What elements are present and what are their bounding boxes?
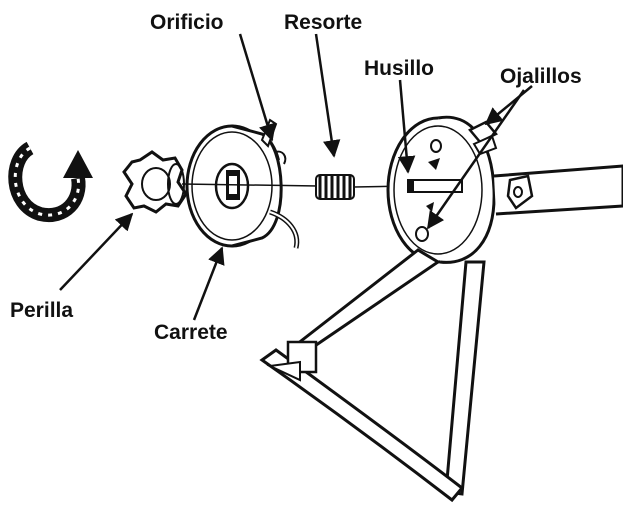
knob-part	[122, 150, 188, 214]
leader-carrete	[192, 246, 225, 321]
leader-resorte	[314, 33, 341, 158]
shaft-and-guard	[259, 164, 623, 503]
curved-arrow-clockwise-icon	[8, 141, 93, 223]
leader-orificio	[238, 33, 276, 142]
leader-lines	[59, 33, 533, 321]
label-orificio: Orificio	[150, 11, 224, 34]
label-husillo: Husillo	[364, 57, 435, 80]
label-perilla: Perilla	[10, 299, 74, 322]
label-carrete: Carrete	[154, 321, 228, 344]
spring-part	[315, 174, 409, 200]
label-ojalillos: Ojalillos	[500, 65, 582, 88]
label-resorte: Resorte	[284, 11, 363, 34]
leader-ojalillos-2	[426, 89, 526, 230]
leader-husillo	[397, 79, 416, 174]
leader-perilla	[59, 212, 134, 291]
spool-part	[181, 118, 319, 249]
leader-ojalillos-1	[484, 85, 533, 126]
